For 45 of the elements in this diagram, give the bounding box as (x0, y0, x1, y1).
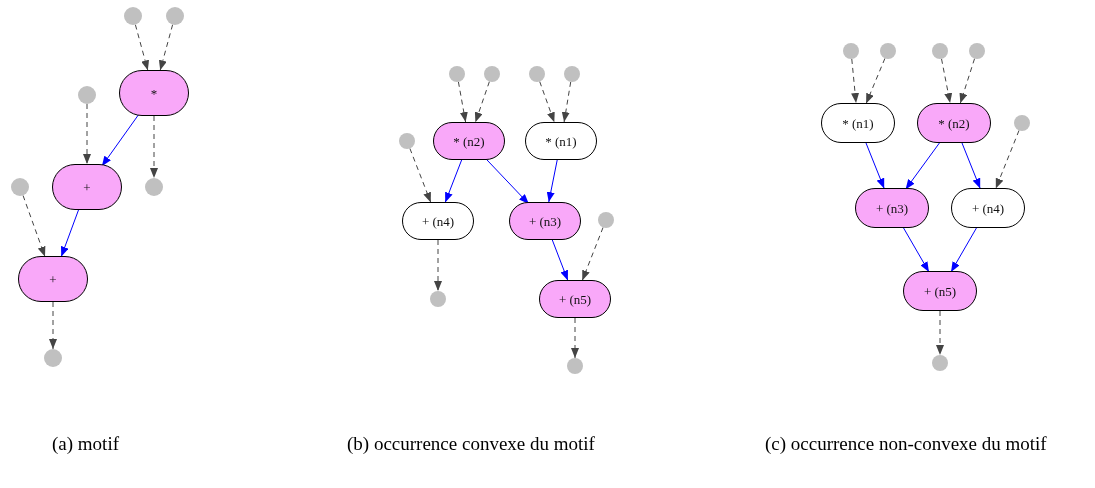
arrow (474, 81, 490, 123)
arrow (49, 301, 57, 350)
arrow (902, 226, 930, 273)
node-label: + (n3) (528, 214, 562, 228)
arrow (444, 159, 463, 203)
arrow (941, 58, 953, 104)
subfigure-caption: (c) occurrence non-convexe du motif (765, 432, 1048, 456)
node-label: + (n5) (923, 284, 957, 298)
node-label: * (n2) (938, 116, 970, 130)
arrow (561, 81, 572, 123)
node-label: * (n1) (545, 134, 577, 148)
arrow (134, 24, 150, 71)
arrow (571, 317, 579, 359)
arrow (539, 81, 555, 123)
arrow (22, 194, 46, 258)
arrow (60, 208, 80, 258)
arrow (959, 58, 976, 104)
arrow (995, 129, 1020, 189)
arrow (434, 239, 442, 292)
node-label: + (n4) (421, 214, 455, 228)
arrow (158, 24, 174, 71)
arrow (865, 142, 885, 189)
arrow (83, 103, 91, 165)
arrow (581, 226, 604, 281)
node-label: + (n3) (875, 201, 909, 215)
node-label: + (83, 180, 91, 194)
subfigure-caption: (b) occurrence convexe du motif (347, 432, 596, 456)
node-label: * (150, 86, 158, 100)
node-label: * (n2) (453, 134, 485, 148)
node-label: + (n4) (971, 201, 1005, 215)
arrow (905, 141, 941, 190)
arrow (457, 81, 468, 123)
arrow (851, 58, 860, 104)
node-label: + (49, 272, 57, 286)
node-label: + (n5) (558, 292, 592, 306)
arrow (961, 142, 981, 189)
node-label: * (n1) (842, 116, 874, 130)
arrow (150, 115, 158, 179)
arrow (950, 226, 978, 273)
arrow (936, 310, 944, 356)
arrow (551, 239, 569, 281)
subfigure-caption: (a) motif (52, 432, 120, 456)
arrow (865, 57, 886, 104)
arrow (409, 147, 432, 203)
arrow (546, 159, 558, 203)
